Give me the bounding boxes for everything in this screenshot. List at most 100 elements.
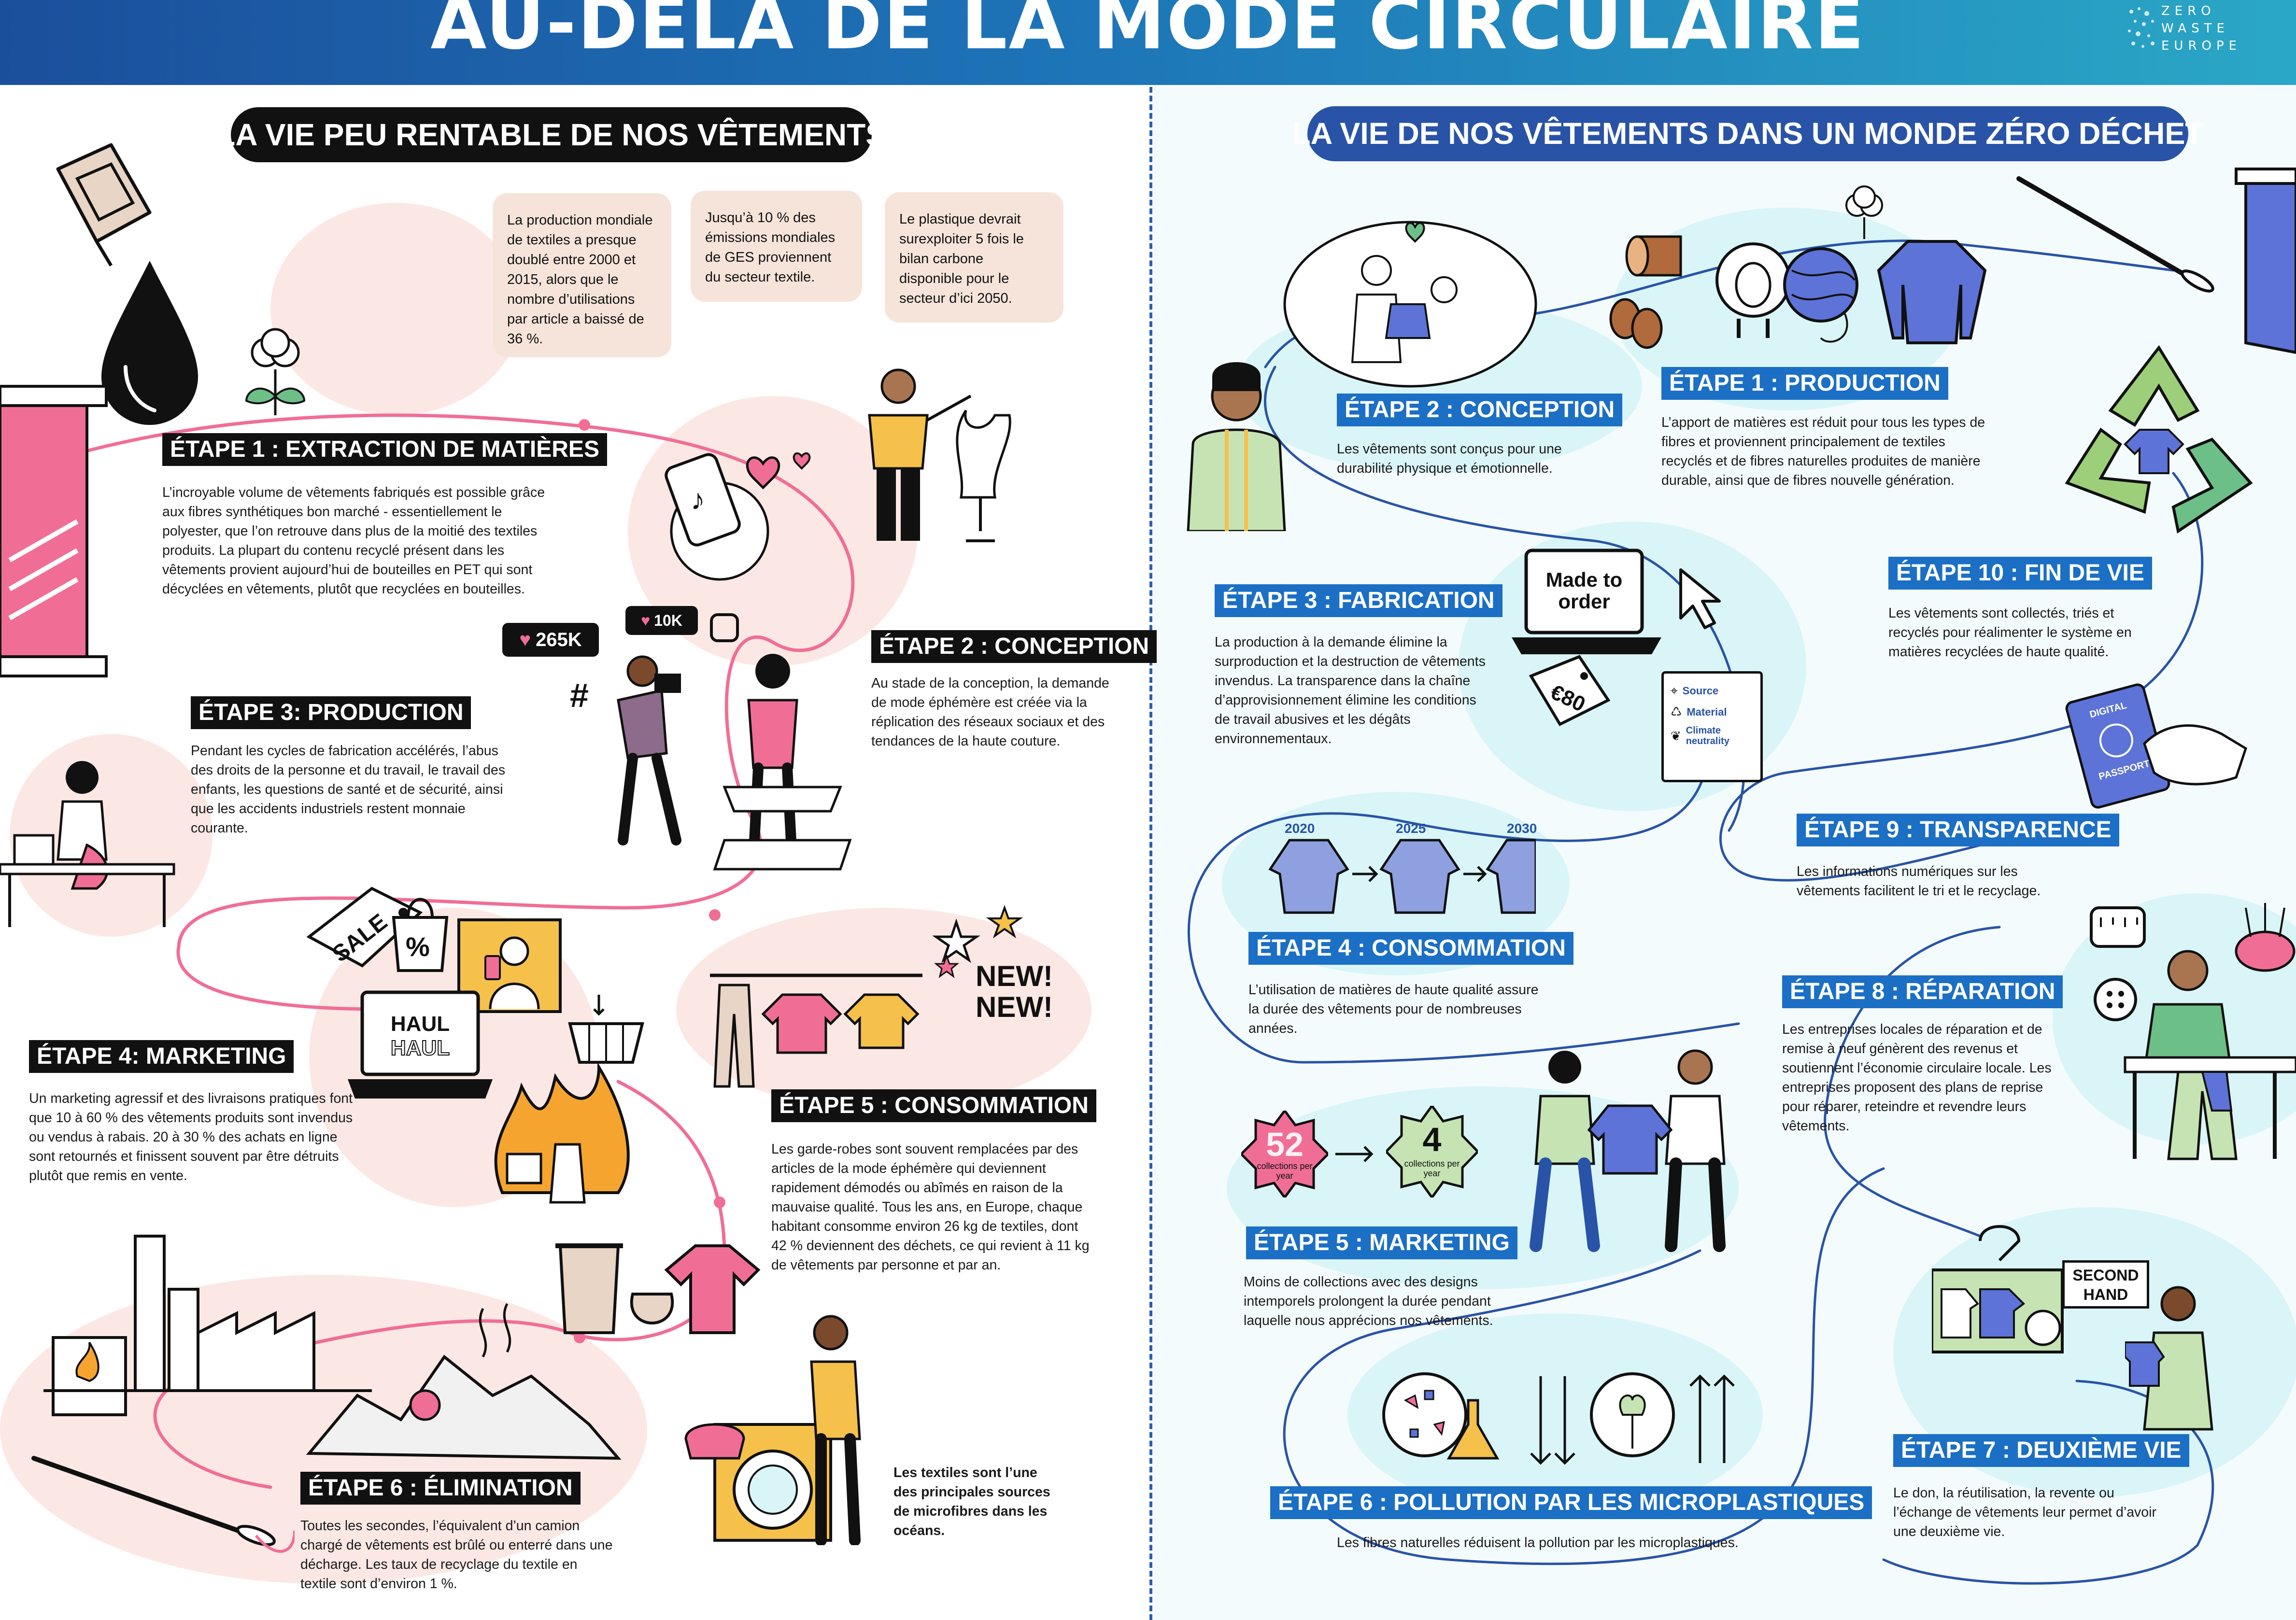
collections-badge-52: 52 collections per year — [1239, 1108, 1330, 1200]
new-text: NEW! — [976, 991, 1053, 1023]
designer-mannequin-icon — [868, 368, 1011, 542]
right-stage-3-label: ÉTAPE 3 : FABRICATION — [1215, 584, 1502, 617]
passport-item: Climate neutrality — [1686, 725, 1729, 747]
right-section-heading: LA VIE DE NOS VÊTEMENTS DANS UN MONDE ZÉ… — [1292, 106, 2204, 161]
shopping-basket-icon — [568, 995, 644, 1064]
percent-label: % — [406, 931, 430, 962]
yarn-ball-icon — [1783, 247, 1858, 343]
right-stage-2-label: ÉTAPE 2 : CONCEPTION — [1337, 394, 1623, 426]
left-stage-3-text: Pendant les cycles de fabrication accélé… — [191, 743, 506, 836]
clothes-rack-icon — [710, 973, 922, 1088]
cotton-plant-icon — [1845, 185, 1883, 239]
passport-row: ❦Climate neutrality — [1671, 725, 1754, 747]
right-stage-1-label: ÉTAPE 1 : PRODUCTION — [1661, 367, 1948, 400]
left-stage-1-label: ÉTAPE 1 : EXTRACTION DE MATIÈRES — [162, 433, 607, 466]
left-stage-2-label: ÉTAPE 2 : CONCEPTION — [871, 630, 1157, 663]
needle-icon — [31, 1456, 295, 1553]
haul-label: HAUL — [391, 1012, 450, 1036]
phone-tiktok-icon: ♪ — [665, 453, 769, 581]
oil-drop-icon — [101, 261, 198, 425]
right-stage-5-label: ÉTAPE 5 : MARKETING — [1246, 1226, 1517, 1259]
microplastics-icon — [1382, 1372, 1735, 1465]
right-stage-5-text: Moins de collections avec des designs in… — [1244, 1274, 1493, 1328]
stat-box: Le plastique devrait surexploiter 5 fois… — [885, 192, 1063, 323]
button-icon — [2094, 978, 2137, 1021]
sewing-worker-icon — [0, 761, 175, 927]
location-icon: ⌖ — [1671, 683, 1678, 698]
factory-icon — [43, 1235, 372, 1416]
right-stage-7-text: Le don, la réutilisation, la revente ou … — [1893, 1485, 2156, 1539]
hashtag-icon: # — [570, 676, 589, 714]
year-label: 2025 — [1396, 821, 1426, 836]
svg-text:♪: ♪ — [691, 483, 705, 516]
collections-unit: collections per year — [1257, 1161, 1313, 1181]
zero-waste-europe-logo: ZERO WASTE EUROPE — [2123, 2, 2268, 55]
tailor-repairing-icon — [2124, 950, 2296, 1160]
left-section-heading: LA VIE PEU RENTABLE DE NOS VÊTEMENTS — [216, 107, 886, 162]
second-hand-sign: SECOND HAND — [2062, 1260, 2149, 1309]
right-stage-10-text: Les vêtements sont collectés, triés et r… — [1888, 606, 2132, 660]
thread-spool-icon — [2235, 167, 2296, 354]
product-passport-card: ⌖ Source ♺ Material ❦Climate neutrality — [1661, 671, 1763, 782]
passport-item: Source — [1682, 685, 1719, 697]
microfibres-note: Les textiles sont l’une des principales … — [893, 1465, 1050, 1538]
title-banner: AU-DELÀ DE LA MODE CIRCULAIRE ZERO WASTE… — [0, 0, 2296, 85]
globe-icon — [2096, 719, 2137, 761]
cotton-plant-icon — [245, 328, 306, 415]
stars-icon — [932, 905, 1023, 978]
hand-icon — [2143, 724, 2248, 786]
left-stage-3-label: ÉTAPE 3: PRODUCTION — [191, 696, 471, 729]
right-stage-7-label: ÉTAPE 7 : DEUXIÈME VIE — [1893, 1434, 2189, 1467]
cursor-icon — [1679, 568, 1721, 629]
arrow-right-icon — [1335, 1146, 1374, 1162]
sheep-icon — [1715, 242, 1791, 338]
right-stage-3-text: La production à la demande élimine la su… — [1215, 634, 1486, 747]
price-tag-icon: €80 — [1529, 655, 1611, 726]
likes-badge: ♥10K — [625, 606, 698, 635]
hearts-icon — [746, 452, 811, 490]
coffee-beans-icon — [1609, 298, 1663, 349]
left-stage-2-text: Au stade de la conception, la demande de… — [871, 676, 1109, 749]
passport-row: ⌖ Source — [1671, 683, 1754, 699]
logo-text: WASTE — [2161, 21, 2229, 36]
recycling-icon — [2065, 345, 2253, 534]
second-hand-rack-icon — [1932, 1225, 2064, 1353]
thread-spool-icon — [0, 385, 108, 677]
laptop-icon: HAUL HAUL — [348, 990, 493, 1099]
panel-divider — [1149, 87, 1152, 1620]
shopper-woman-icon — [2125, 1286, 2213, 1431]
left-stage-5-text: Les garde-robes sont souvent remplacées … — [771, 1141, 1090, 1273]
collections-unit: collections per year — [1404, 1159, 1460, 1178]
people-sharing-clothes-icon — [1530, 1049, 1726, 1252]
likes-count: 265K — [536, 629, 582, 650]
trash-bin-icon — [555, 1243, 761, 1334]
new-label: NEW! NEW! — [976, 961, 1053, 1023]
haul-label: HAUL — [391, 1036, 450, 1060]
stat-box: La production mondiale de textiles a pre… — [493, 193, 671, 357]
pin-cushion-icon — [2235, 903, 2296, 972]
washing-machine-icon — [684, 1315, 861, 1545]
instagram-icon — [710, 613, 739, 642]
right-stage-9-label: ÉTAPE 9 : TRANSPARENCE — [1797, 814, 2119, 846]
left-stage-5-label: ÉTAPE 5 : CONSOMMATION — [771, 1089, 1096, 1122]
needle-icon — [2016, 176, 2214, 293]
right-stage-6-text: Les fibres naturelles réduisent la pollu… — [1337, 1535, 1739, 1550]
likes-badge: ♥265K — [502, 623, 599, 657]
left-stage-6-text: Toutes les secondes, l’équivalent d’un c… — [300, 1518, 613, 1592]
right-stage-6-label: ÉTAPE 6 : POLLUTION PAR LES MICROPLASTIQ… — [1270, 1486, 1872, 1519]
collections-badge-4: 4 collections per year — [1384, 1103, 1480, 1200]
heart-icon: ♥ — [641, 611, 651, 629]
left-stage-4-text: Un marketing agressif et des livraisons … — [29, 1091, 353, 1183]
laptop-icon: Made to order — [1512, 549, 1661, 654]
recycle-icon: ♺ — [1671, 704, 1682, 719]
right-stage-4-text: L’utilisation de matières de haute quali… — [1248, 982, 1539, 1036]
passport-item: Material — [1687, 705, 1727, 718]
new-text: NEW! — [976, 960, 1053, 992]
jerrycan-icon — [56, 143, 152, 267]
heart-icon: ♥ — [519, 629, 531, 650]
landfill-icon — [306, 1303, 622, 1460]
second-hand-text: SECOND — [2072, 1267, 2139, 1284]
right-stage-10-label: ÉTAPE 10 : FIN DE VIE — [1888, 557, 2152, 590]
sweater-icon — [1877, 240, 1987, 344]
blouse-icons — [1268, 839, 1536, 914]
